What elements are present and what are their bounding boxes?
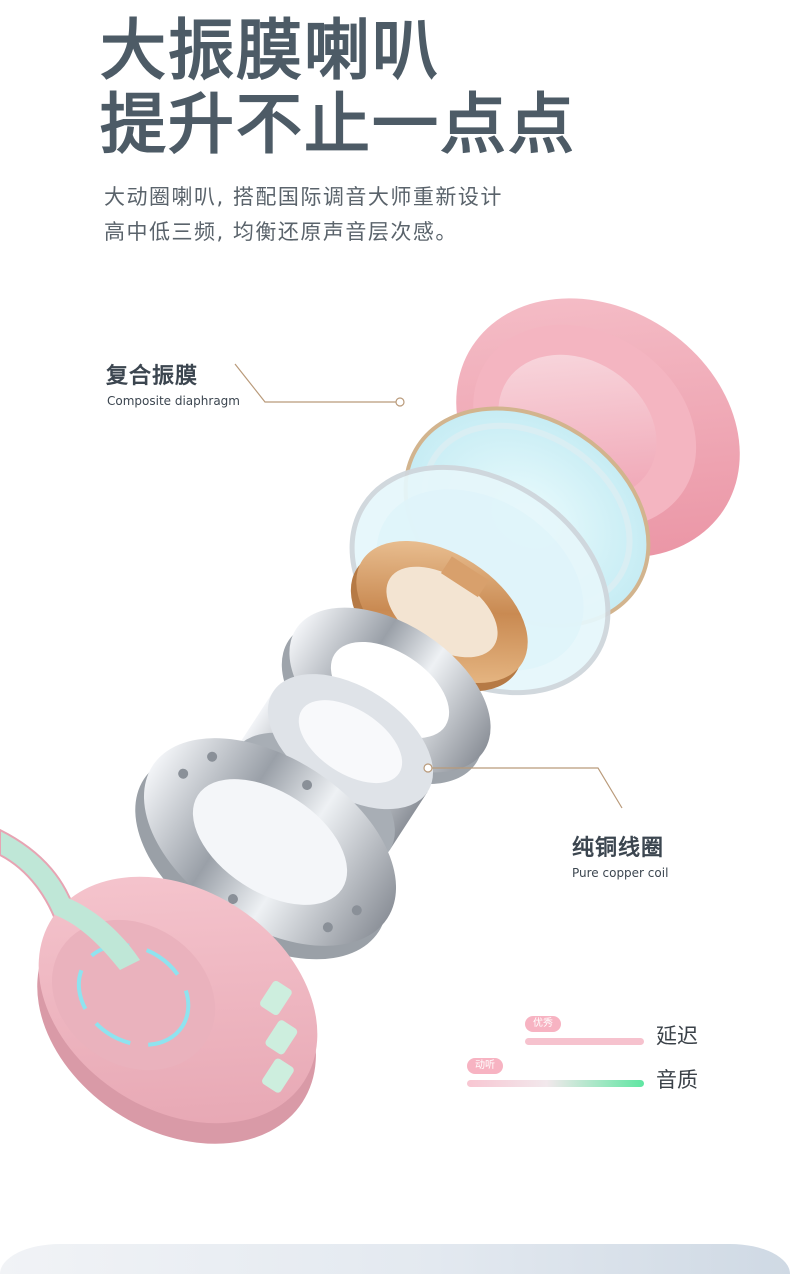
latency-bar [525, 1038, 644, 1045]
quality-label: 音质 [656, 1068, 698, 1092]
diaphragm-leader-dot [395, 397, 405, 407]
subtitle: 大动圈喇叭, 搭配国际调音大师重新设计 高中低三频, 均衡还原声音层次感。 [104, 180, 503, 250]
subtitle-line-1: 大动圈喇叭, 搭配国际调音大师重新设计 [104, 185, 503, 209]
coil-leader-line [432, 767, 623, 809]
headline-line-1: 大振膜喇叭 [100, 12, 440, 89]
headband-link [55, 895, 140, 970]
latency-label: 延迟 [656, 1024, 698, 1048]
diaphragm-leader-line [234, 363, 397, 403]
next-section-edge [0, 1244, 790, 1274]
subtitle-line-2: 高中低三频, 均衡还原声音层次感。 [104, 220, 458, 244]
headline-line-2: 提升不止一点点 [100, 86, 576, 163]
coil-callout-subtitle: Pure copper coil [572, 866, 669, 880]
diaphragm-callout-title: 复合振膜 [106, 364, 199, 389]
silver-front-plate [135, 738, 397, 960]
latency-badge: 优秀 [525, 1016, 561, 1032]
quality-badge: 动听 [467, 1058, 503, 1074]
quality-bar [467, 1080, 644, 1087]
coil-leader-dot [423, 763, 433, 773]
diaphragm-callout-subtitle: Composite diaphragm [107, 394, 240, 408]
headline: 大振膜喇叭 提升不止一点点 [100, 14, 576, 162]
coil-callout-title: 纯铜线圈 [572, 836, 665, 861]
